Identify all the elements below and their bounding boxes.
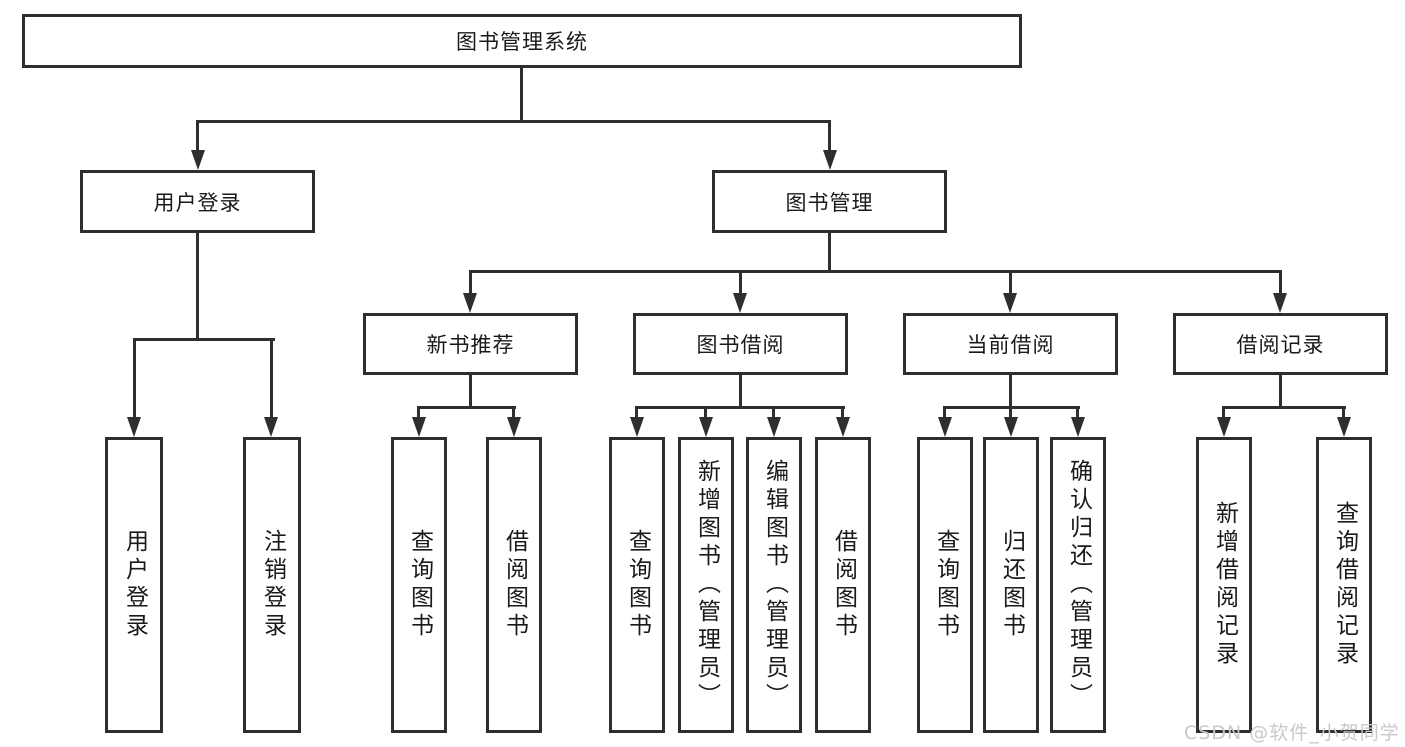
connector-line (704, 406, 707, 419)
connector-line (635, 406, 638, 419)
node-new-book-recommend: 新书推荐 (363, 313, 578, 375)
connector-line (417, 406, 516, 409)
arrow-down-icon (836, 417, 850, 437)
arrow-down-icon (823, 150, 837, 170)
connector-line (133, 338, 275, 341)
leaf-query-books-borrow: 查询图书 (609, 437, 665, 733)
connector-line (828, 233, 831, 272)
arrow-down-icon (1337, 417, 1351, 437)
connector-line (1009, 406, 1012, 419)
arrow-down-icon (1217, 417, 1231, 437)
connector-line (1009, 375, 1012, 408)
leaf-add-book-admin: 新增图书（管理员） (678, 437, 734, 733)
connector-line (739, 270, 742, 295)
connector-line (520, 68, 523, 122)
connector-line (469, 270, 1282, 273)
leaf-confirm-return-admin: 确认归还（管理员） (1050, 437, 1106, 733)
arrow-down-icon (938, 417, 952, 437)
arrow-down-icon (1003, 293, 1017, 313)
arrow-down-icon (733, 293, 747, 313)
arrow-down-icon (463, 293, 477, 313)
arrow-down-icon (507, 417, 521, 437)
node-book-borrow: 图书借阅 (633, 313, 848, 375)
arrow-down-icon (767, 417, 781, 437)
connector-line (1076, 406, 1079, 419)
csdn-watermark: CSDN @软件_小贺同学 (1184, 722, 1400, 744)
connector-line (1279, 375, 1282, 408)
leaf-borrow-books-recommend: 借阅图书 (486, 437, 542, 733)
connector-line (1342, 406, 1345, 419)
connector-line (512, 406, 515, 419)
connector-line (270, 338, 273, 419)
arrow-down-icon (1071, 417, 1085, 437)
arrow-down-icon (412, 417, 426, 437)
connector-line (1222, 406, 1225, 419)
connector-line (469, 375, 472, 408)
connector-line (1009, 270, 1012, 295)
arrow-down-icon (699, 417, 713, 437)
connector-line (1279, 270, 1282, 295)
connector-line (828, 120, 831, 152)
node-borrow-records: 借阅记录 (1173, 313, 1388, 375)
arrow-down-icon (1273, 293, 1287, 313)
leaf-borrow-books: 借阅图书 (815, 437, 871, 733)
node-user-login: 用户登录 (80, 170, 315, 233)
node-book-management: 图书管理 (712, 170, 947, 233)
node-current-borrow: 当前借阅 (903, 313, 1118, 375)
arrow-down-icon (630, 417, 644, 437)
connector-line (943, 406, 946, 419)
leaf-query-borrow-record: 查询借阅记录 (1316, 437, 1372, 733)
arrow-down-icon (127, 417, 141, 437)
leaf-query-books-current: 查询图书 (917, 437, 973, 733)
connector-line (133, 338, 136, 419)
leaf-user-login: 用户登录 (105, 437, 163, 733)
connector-line (196, 120, 831, 123)
leaf-return-book: 归还图书 (983, 437, 1039, 733)
leaf-query-books-recommend: 查询图书 (391, 437, 447, 733)
leaf-logout: 注销登录 (243, 437, 301, 733)
connector-line (841, 406, 844, 419)
connector-line (772, 406, 775, 419)
connector-line (196, 120, 199, 152)
arrow-down-icon (264, 417, 278, 437)
node-root: 图书管理系统 (22, 14, 1022, 68)
connector-line (196, 233, 199, 340)
connector-line (417, 406, 420, 419)
connector-line (1222, 406, 1346, 409)
arrow-down-icon (1004, 417, 1018, 437)
leaf-add-borrow-record: 新增借阅记录 (1196, 437, 1252, 733)
leaf-edit-book-admin: 编辑图书（管理员） (746, 437, 802, 733)
connector-line (469, 270, 472, 295)
arrow-down-icon (191, 150, 205, 170)
connector-line (635, 406, 845, 409)
connector-line (739, 375, 742, 408)
